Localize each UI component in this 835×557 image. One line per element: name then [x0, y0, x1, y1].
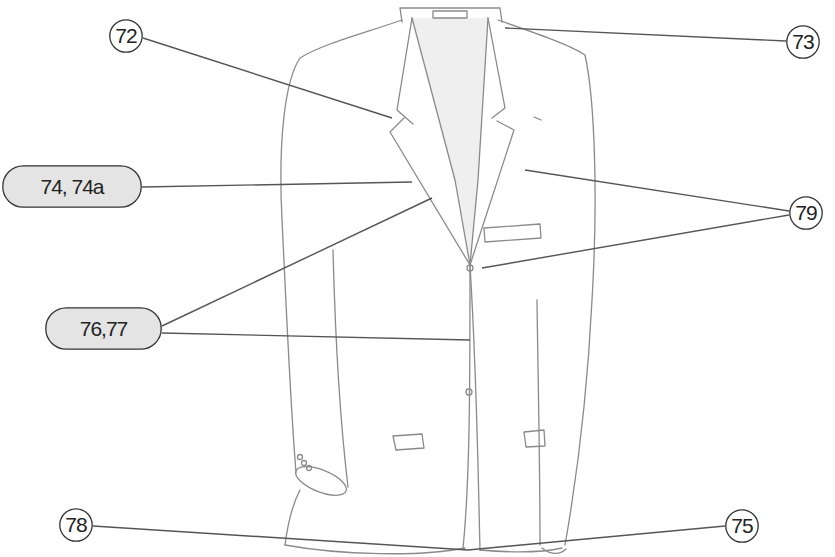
callout-shape: [3, 166, 141, 207]
callout-number: 79: [795, 201, 816, 225]
leader-line: [93, 526, 468, 550]
callout-circle: 72: [109, 19, 143, 53]
callout-shape: [110, 20, 142, 52]
callout-box: 76,77: [45, 307, 162, 350]
callout-circle: 75: [725, 509, 759, 543]
callout-number: 73: [792, 30, 813, 54]
callout-number: 74, 74a: [40, 175, 103, 199]
callout-shape: [46, 308, 161, 349]
leader-line: [162, 198, 432, 326]
leader-line: [505, 28, 786, 41]
callout-number: 72: [115, 24, 136, 48]
callout-circle: 78: [59, 508, 93, 542]
leader-line: [468, 526, 725, 550]
callout-number: 75: [731, 514, 752, 538]
leader-line: [142, 182, 412, 187]
callout-number: 78: [65, 513, 86, 537]
leader-lines: [93, 28, 789, 550]
leader-line: [162, 333, 470, 340]
leader-line: [525, 170, 789, 211]
callout-shape: [726, 510, 758, 542]
callout-shape: [790, 197, 822, 229]
callout-shape: [787, 26, 819, 58]
leader-line: [143, 38, 392, 118]
callout-number: 76,77: [80, 317, 128, 341]
leader-line: [482, 215, 789, 268]
callout-circle: 79: [789, 196, 823, 230]
callout-circle: 73: [786, 25, 820, 59]
callout-box: 74, 74a: [2, 165, 142, 208]
callout-shape: [60, 509, 92, 541]
